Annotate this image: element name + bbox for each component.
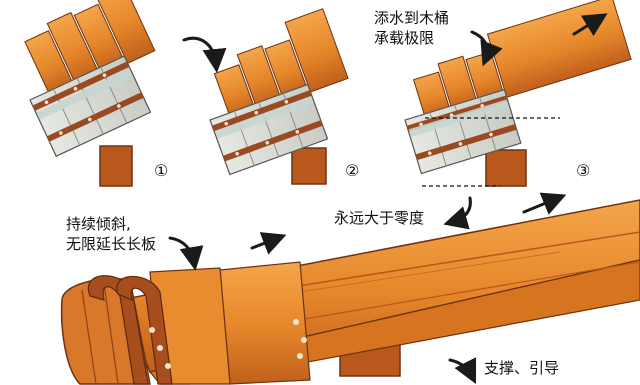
curved-arrow-icon xyxy=(182,36,227,73)
curved-arrow-icon xyxy=(168,236,204,271)
support-block xyxy=(485,149,527,187)
straight-arrow-icon xyxy=(522,192,567,215)
curved-arrow-icon xyxy=(470,30,503,67)
fill-water-label: 添水到木桶 承载极限 xyxy=(374,9,450,47)
keep-tilting-label: 持续倾斜, 无限延长长板 xyxy=(66,215,157,253)
bucket-stage-2: ② xyxy=(209,8,359,185)
straight-arrow-icon xyxy=(250,232,287,255)
support-label: 支撑、引导 xyxy=(484,359,560,377)
above-zero-label: 永远大于零度 xyxy=(334,209,425,227)
curved-arrow-icon xyxy=(443,196,472,230)
stage-number-2: ② xyxy=(345,161,359,180)
curved-arrow-icon xyxy=(448,357,477,385)
stage-number-3: ③ xyxy=(576,161,590,180)
bucket-stage-3: ③ xyxy=(404,0,632,187)
stage-number-1: ① xyxy=(154,161,168,180)
support-block xyxy=(291,147,327,185)
straight-arrow-icon xyxy=(572,13,608,37)
extended-bucket xyxy=(60,199,640,385)
bucket-stage-1: ① xyxy=(24,0,168,187)
support-block xyxy=(99,145,133,187)
